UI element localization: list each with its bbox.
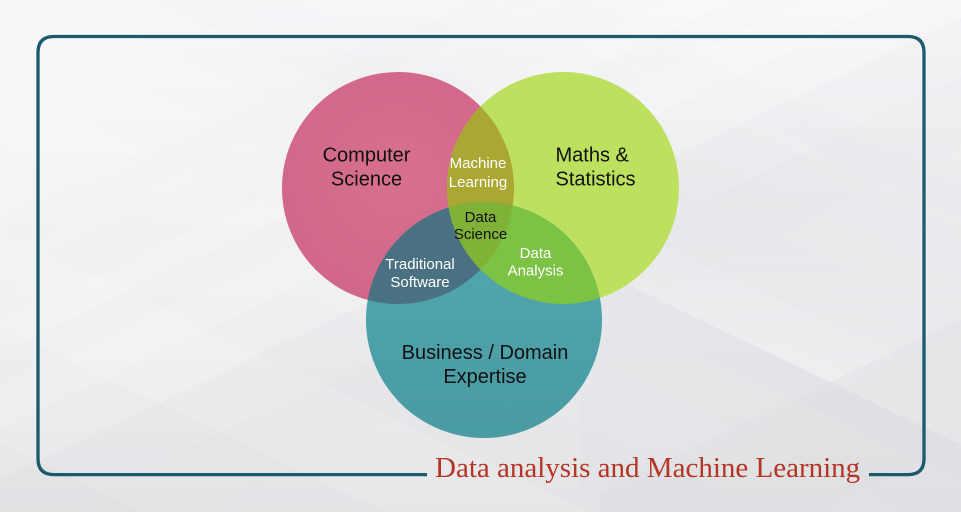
svg-text:Science: Science	[454, 226, 507, 243]
svg-text:Computer: Computer	[323, 144, 411, 166]
svg-text:Science: Science	[331, 169, 402, 191]
svg-text:Statistics: Statistics	[556, 169, 636, 191]
svg-text:Expertise: Expertise	[443, 366, 526, 388]
svg-text:Business / Domain: Business / Domain	[402, 342, 569, 364]
svg-text:Maths &: Maths &	[556, 145, 630, 167]
svg-text:Traditional: Traditional	[385, 256, 454, 273]
svg-text:Analysis: Analysis	[508, 263, 564, 280]
svg-text:Data: Data	[520, 245, 552, 262]
svg-text:Data: Data	[465, 209, 497, 226]
svg-text:Data analysis and Machine Lear: Data analysis and Machine Learning	[435, 452, 860, 484]
svg-text:Machine: Machine	[450, 155, 507, 172]
svg-text:Learning: Learning	[449, 174, 507, 191]
svg-text:Software: Software	[390, 274, 449, 291]
